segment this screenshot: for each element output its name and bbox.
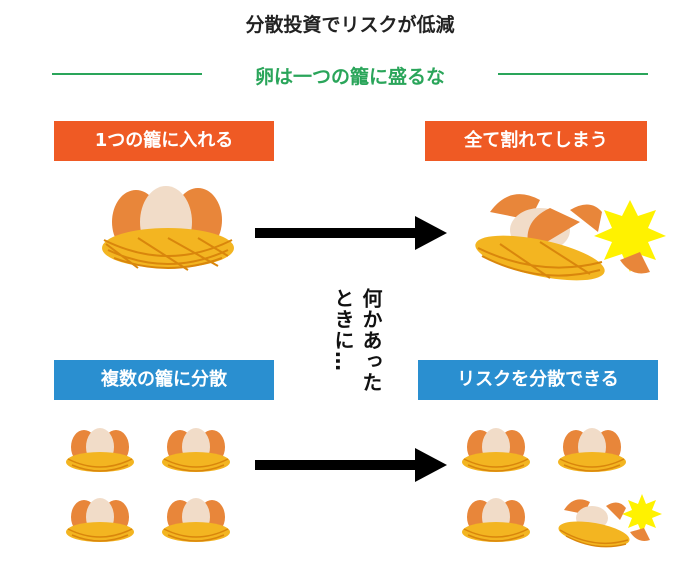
page-title: 分散投資でリスクが低減	[245, 14, 455, 36]
broken-eggs-illustration	[475, 194, 666, 281]
annotation: 何かあった ときに…	[318, 288, 388, 418]
small-nest-7	[462, 498, 530, 542]
annotation-line-1: 何かあった	[359, 288, 383, 393]
label-multiple-baskets: 複数の籠に分散	[54, 360, 274, 400]
eggs-in-one-basket-illustration	[102, 186, 234, 271]
annotation-line-2: ときに…	[331, 288, 355, 372]
small-nest-4	[162, 498, 230, 542]
arrow-top	[255, 216, 447, 250]
arrow-bottom	[255, 448, 447, 482]
subtitle-row: 卵は一つの籠に盛るな	[52, 62, 648, 88]
small-broken-nest	[558, 494, 662, 548]
label-risk-spread: リスクを分散できる	[418, 360, 658, 400]
label-all-broken: 全て割れてしまう	[425, 121, 647, 161]
right-divider-line	[498, 73, 648, 75]
small-nest-1	[66, 428, 134, 472]
small-nest-2	[162, 428, 230, 472]
label-one-basket: 1つの籠に入れる	[54, 121, 274, 161]
small-nest-6	[558, 428, 626, 472]
small-nest-3	[66, 498, 134, 542]
small-nest-5	[462, 428, 530, 472]
left-divider-line	[52, 73, 202, 75]
subtitle: 卵は一つの籠に盛るな	[254, 66, 445, 88]
